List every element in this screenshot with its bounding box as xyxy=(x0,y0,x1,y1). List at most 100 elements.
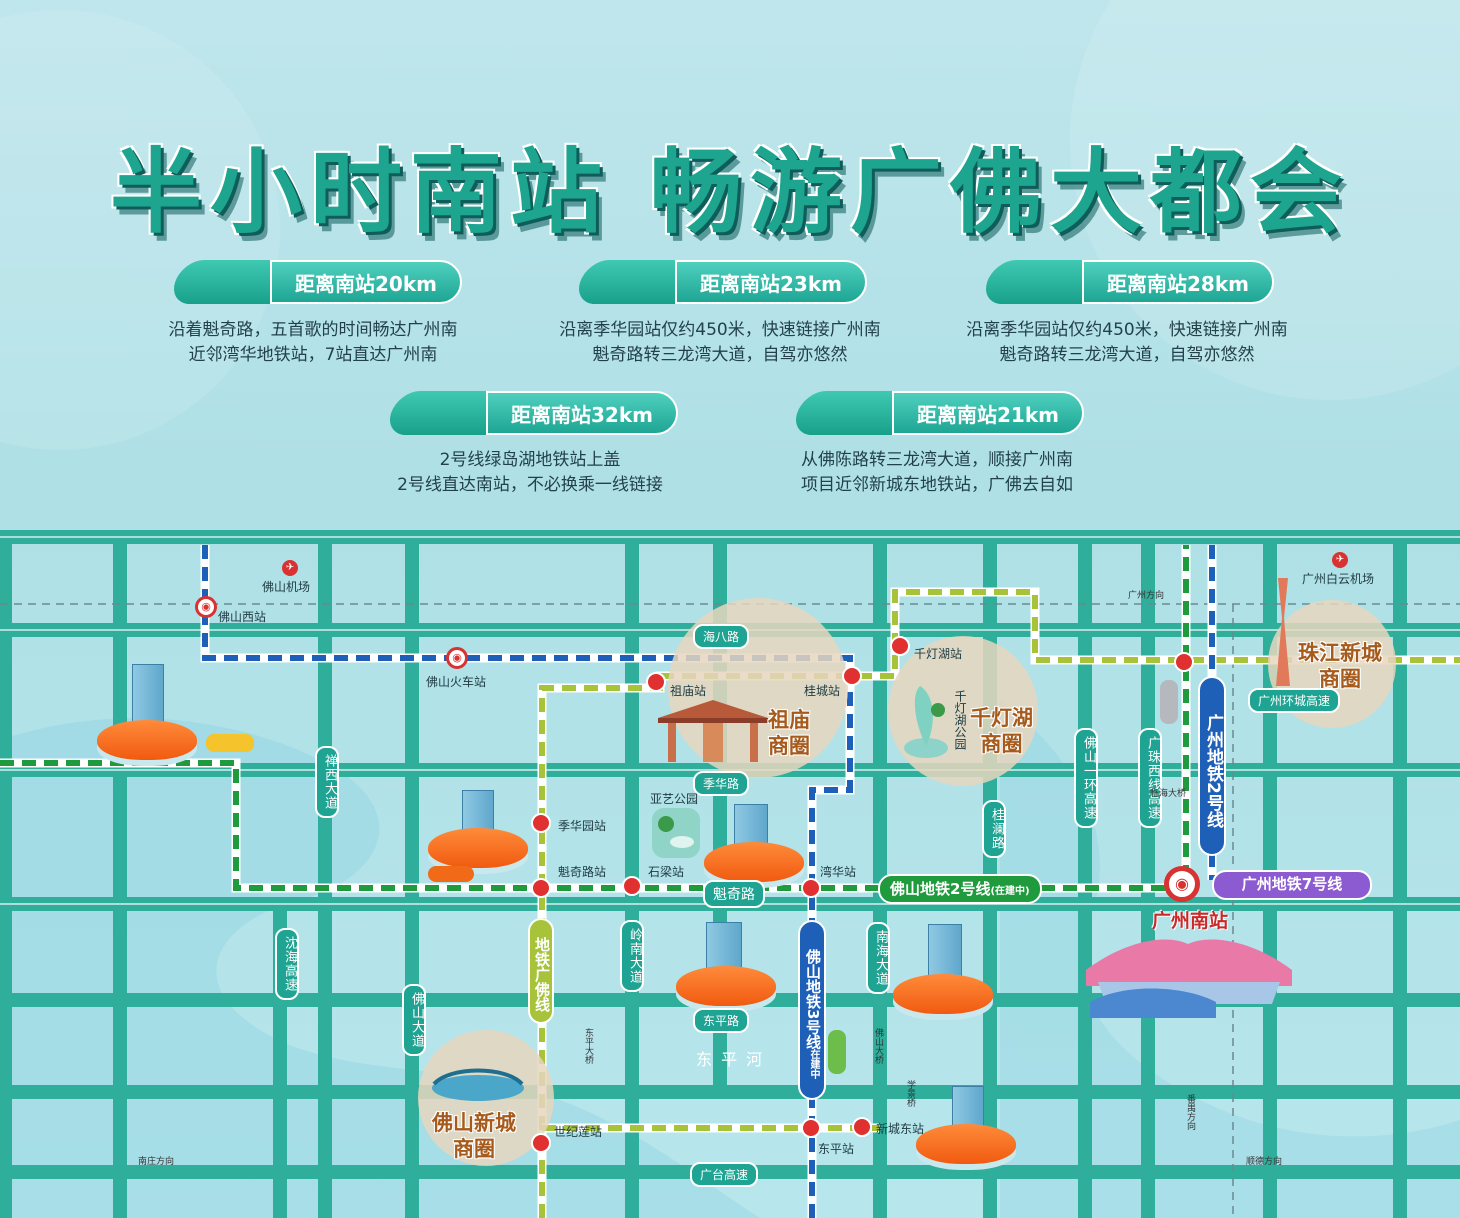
road-tag-vertical: 佛山一环高速 xyxy=(1074,728,1098,828)
gz-south-station-illustration xyxy=(1086,939,1292,1018)
card-desc-2: 沿离季华园站仅约450米，快速链接广州南 魁奇路转三龙湾大道，自驾亦悠然 xyxy=(510,318,930,368)
distance-label: 距离南站20km xyxy=(270,260,462,304)
road-tag-vertical: 岭南大道 xyxy=(620,920,644,992)
road-tag-vertical: 广珠西线高速 xyxy=(1138,728,1162,828)
rail-station-icon: ◉ xyxy=(195,596,217,618)
guicheng-label: 桂城站 xyxy=(804,684,841,698)
foshan-airport-label: 佛山机场 xyxy=(262,580,311,594)
area-line: 千灯湖 xyxy=(970,706,1033,730)
card-desc-4: 2号线绿岛湖地铁站上盖 2号线直达南站，不必换乘一线链接 xyxy=(320,448,740,498)
road-tag-vertical: 桂澜路 xyxy=(982,800,1006,858)
gz-south-label: 广州南站 xyxy=(1152,910,1229,932)
qiandenghu-park-label: 千灯湖公园 xyxy=(953,690,967,750)
road-tag-vertical: 佛山大道 xyxy=(402,984,426,1056)
foshan-train-label: 佛山火车站 xyxy=(426,675,487,689)
area-line: 祖庙 xyxy=(768,708,810,732)
desc-line: 沿着魁奇路，五首歌的时间畅达广州南 xyxy=(168,320,458,340)
station-marker xyxy=(646,672,666,692)
rail-station-icon: ◉ xyxy=(446,647,468,669)
qiandenghu-area-bg xyxy=(888,636,1038,786)
shiliang-label: 石梁站 xyxy=(648,865,685,879)
distance-label: 距离南站28km xyxy=(1082,260,1274,304)
area-line: 商圈 xyxy=(768,734,810,758)
baiyun-airport-label: 广州白云机场 xyxy=(1302,572,1375,586)
area-line: 商圈 xyxy=(980,732,1023,756)
gz-line2-label: 广州地铁2号线 xyxy=(1198,676,1226,856)
distance-badge-4: 距离南站32km xyxy=(384,391,684,435)
road-tag: 广州环城高速 xyxy=(1248,688,1341,713)
road-tag: 魁奇路 xyxy=(703,880,765,908)
page-title: 半小时南站 畅游广佛大都会 xyxy=(109,139,1351,246)
shijilian-label: 世纪莲站 xyxy=(554,1125,603,1139)
gz-line7-label: 广州地铁7号线 xyxy=(1212,870,1372,900)
wanhua-label: 湾华站 xyxy=(820,865,857,879)
desc-line: 从佛陈路转三龙湾大道，顺接广州南 xyxy=(801,450,1073,470)
yayi-park-label: 亚艺公园 xyxy=(650,792,699,806)
station-marker xyxy=(842,666,862,686)
card-desc-3: 沿离季华园站仅约450米，快速链接广州南 魁奇路转三龙湾大道，自驾亦悠然 xyxy=(917,318,1337,368)
area-line: 商圈 xyxy=(453,1137,495,1161)
area-line: 珠江新城 xyxy=(1298,641,1382,665)
station-marker xyxy=(852,1117,872,1137)
qiandenghu-area-name: 千灯湖 商圈 xyxy=(970,705,1033,757)
bridge-label: 东平大桥 xyxy=(583,1028,593,1064)
desc-line: 2号线绿岛湖地铁站上盖 xyxy=(439,450,621,470)
property-blob xyxy=(916,1124,1016,1164)
road-tag-vertical: 沈海高速 xyxy=(275,928,299,1000)
direction-label: 番禺方向 xyxy=(1185,1094,1195,1130)
zuting-label: 祖庙站 xyxy=(670,684,707,698)
station-marker xyxy=(890,636,910,656)
road-tag: 广台高速 xyxy=(690,1162,759,1187)
desc-line: 沿离季华园站仅约450米，快速链接广州南 xyxy=(966,320,1288,340)
fs-line2-label: 佛山地铁2号线(在建中) xyxy=(878,874,1042,904)
zumiao-area-name: 祖庙 商圈 xyxy=(768,707,810,759)
distance-badge-3: 距离南站28km xyxy=(980,260,1280,304)
car-icon xyxy=(428,866,474,882)
property-blob xyxy=(893,974,993,1014)
car-icon xyxy=(828,1030,846,1074)
station-marker xyxy=(801,878,821,898)
car-icon xyxy=(1160,680,1178,724)
card-desc-5: 从佛陈路转三龙湾大道，顺接广州南 项目近邻新城东地铁站，广佛去自如 xyxy=(727,448,1147,498)
dongping-label: 东平站 xyxy=(818,1142,855,1156)
bridge-label: 学景桥 xyxy=(905,1080,915,1107)
fs-line2-note: (在建中) xyxy=(990,886,1030,897)
airport-icon: ✈ xyxy=(282,560,298,576)
road-tag-vertical: 南海大道 xyxy=(866,922,890,994)
car-icon xyxy=(206,734,254,752)
foshan-west-label: 佛山西站 xyxy=(218,610,267,624)
distance-label: 距离南站21km xyxy=(892,391,1084,435)
direction-label: 顺德方向 xyxy=(1246,1157,1283,1167)
desc-line: 沿离季华园站仅约450米，快速链接广州南 xyxy=(559,320,881,340)
line3-note: 在建中 xyxy=(808,1049,819,1080)
line3-name: 佛山地铁3号线 xyxy=(804,948,822,1050)
desc-line: 魁奇路转三龙湾大道，自驾亦悠然 xyxy=(999,345,1255,365)
distance-badge-2: 距离南站23km xyxy=(573,260,873,304)
building-icon xyxy=(132,664,164,728)
line3-label: 佛山地铁3号线在建中 xyxy=(798,920,826,1100)
gz-south-rail-icon: ◉ xyxy=(1164,866,1200,902)
desc-line: 魁奇路转三龙湾大道，自驾亦悠然 xyxy=(592,345,848,365)
airport-icon: ✈ xyxy=(1332,552,1348,568)
xinchengdong-label: 新城东站 xyxy=(876,1122,925,1136)
station-marker xyxy=(1174,652,1194,672)
stadium-icon xyxy=(432,1068,524,1101)
yayi-park-icon xyxy=(652,808,700,858)
bridge-label: 佛山大桥 xyxy=(873,1028,883,1064)
distance-label: 距离南站23km xyxy=(675,260,867,304)
road-tag: 季华路 xyxy=(693,771,750,796)
fs-line2-name: 佛山地铁2号线 xyxy=(890,880,991,898)
canton-tower-icon xyxy=(1276,578,1290,686)
road-tag: 海八路 xyxy=(693,624,750,649)
property-blob xyxy=(704,842,804,882)
river-label: 东 平 河 xyxy=(696,1050,765,1069)
zumiao-gate-illustration xyxy=(658,700,768,762)
area-line: 商圈 xyxy=(1319,667,1361,691)
qiandenghu-park-illustration xyxy=(904,686,948,758)
distance-label: 距离南站32km xyxy=(486,391,678,435)
zhujiang-area-name: 珠江新城 商圈 xyxy=(1298,640,1382,692)
station-marker xyxy=(622,876,642,896)
property-blob xyxy=(428,828,528,868)
station-marker xyxy=(801,1118,821,1138)
desc-line: 近邻湾华地铁站，7站直达广州南 xyxy=(188,345,438,365)
